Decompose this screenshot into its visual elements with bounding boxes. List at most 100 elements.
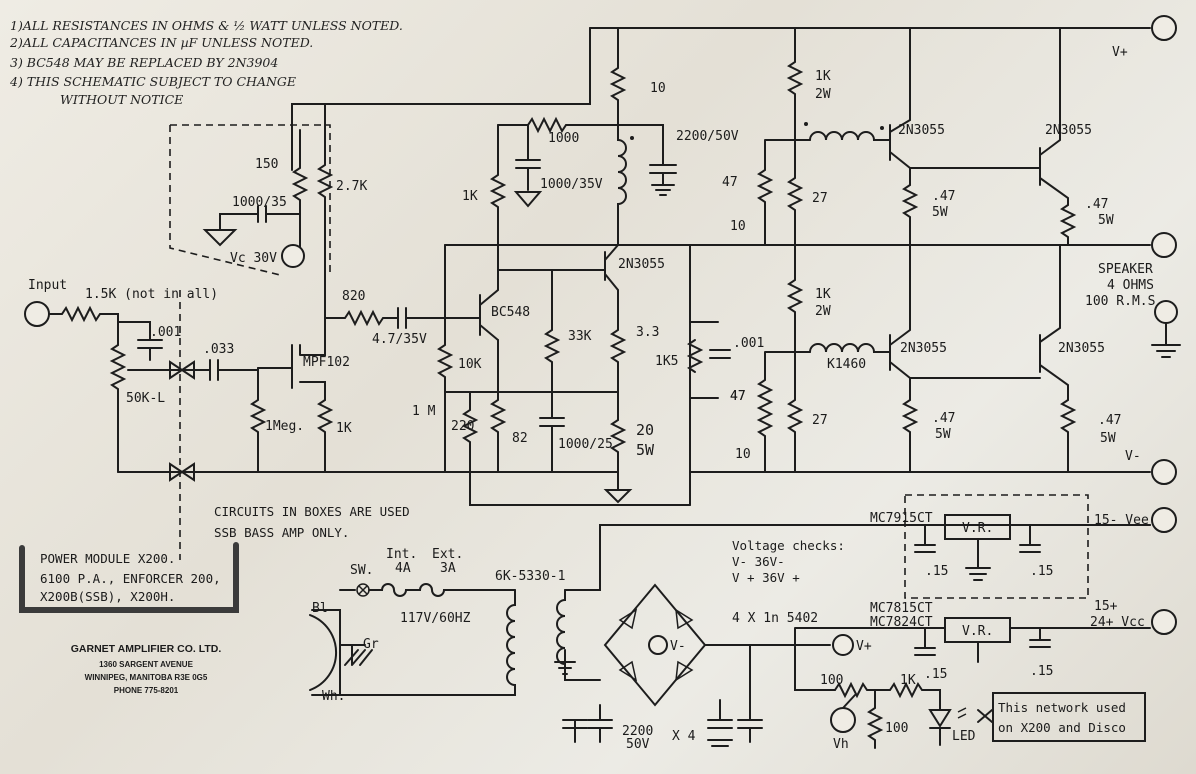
vcc-24-label: 24+ Vcc [1090, 615, 1145, 630]
speaker-label-3: 100 R.M.S [1085, 294, 1155, 309]
bot-re2-label: .47 [1098, 413, 1121, 428]
reg-7915-label: MC7915CT [870, 511, 933, 526]
network-note-2: on X200 and Disco [998, 720, 1126, 735]
driver-section: 10 1000 2200/50V 1000/35V 1K 2N3055 BC54… [412, 27, 764, 506]
top-1k-label: 1K [815, 69, 831, 84]
bridge-label: 4 X 1n 5402 [732, 611, 818, 626]
filter-cap-voltage: 50V [626, 737, 650, 752]
bot-1k-label: 1K [815, 287, 831, 302]
model-line-1: POWER MODULE X200. [40, 551, 175, 566]
r82-label: 82 [512, 431, 528, 446]
reg-7815-label: MC7815CT [870, 601, 933, 616]
top-27-label: 27 [812, 191, 828, 206]
c2200-label: 2200/50V [676, 129, 739, 144]
reg-7824-label: MC7824CT [870, 615, 933, 630]
top-re2-label: .47 [1085, 197, 1108, 212]
led-label: LED [952, 729, 976, 744]
white-wire-label: Wh. [322, 689, 345, 704]
power-supply: Bl Gr Wh. SW. Int. 4A Ext. 3A 117V/60HZ … [309, 494, 1177, 752]
note-3: 3) BC548 MAY BE REPLACED BY 2N3904 [10, 55, 278, 70]
vee-cap2-label: .15 [1030, 564, 1053, 579]
vr1-label: V.R. [962, 521, 993, 536]
mains-label: 117V/60HZ [400, 611, 471, 626]
r1k-driver-label: 1K [462, 189, 478, 204]
c1000-35v-label: 1000/35V [540, 177, 603, 192]
model-line-2: 6100 P.A., ENFORCER 200, [40, 571, 221, 586]
r10k-label: 10K [458, 357, 482, 372]
r100a-label: 100 [820, 673, 843, 688]
v-minus-label: V- [1125, 449, 1141, 464]
speaker-ground-terminal [1154, 300, 1178, 324]
vee-label: 15- Vee [1094, 513, 1149, 528]
model-line-3: X200B(SSB), X200H. [40, 589, 175, 604]
company-name: GARNET AMPLIFIER CO. LTD. [71, 643, 222, 655]
network-box [992, 692, 1146, 742]
c001-input-label: .001 [150, 325, 181, 340]
r1k-led-label: 1K [900, 673, 916, 688]
pot-label: 50K-L [126, 391, 165, 406]
note-2: 2)ALL CAPACITANCES IN µF UNLESS NOTED. [9, 35, 313, 50]
vcc-cap2-label: .15 [1030, 664, 1053, 679]
switch-label: SW. [350, 563, 373, 578]
v-plus-label: V+ [1112, 45, 1128, 60]
top-q2-label: 2N3055 [1045, 123, 1092, 138]
r1k5-label: 1K5 [655, 354, 678, 369]
bot-re1w-label: 5W [935, 427, 951, 442]
vcc-15-label: 15+ [1094, 599, 1118, 614]
voltage-check-1: V- 36V- [732, 554, 785, 569]
bot-q1-label: 2N3055 [900, 341, 947, 356]
speaker-label-1: SPEAKER [1098, 262, 1153, 277]
top-q1-label: 2N3055 [898, 123, 945, 138]
c001-driver-label: .001 [733, 336, 764, 351]
vc-terminal [281, 244, 305, 268]
r150-label: 150 [255, 157, 278, 172]
r220-label: 220 [451, 419, 474, 434]
int-fuse-value: 4A [395, 561, 411, 576]
r33-label: 3.3 [636, 325, 659, 340]
r20w-label: 5W [636, 441, 655, 459]
notes: 1)ALL RESISTANCES IN OHMS & ½ WATT UNLES… [9, 18, 403, 107]
note-4: 4) THIS SCHEMATIC SUBJECT TO CHANGE [9, 74, 296, 89]
network-note-1: This network used [998, 700, 1126, 715]
transformer-label: 6K-5330-1 [495, 569, 565, 584]
box-note-1: CIRCUITS IN BOXES ARE USED [214, 504, 410, 519]
v-plus-rail: V+ [291, 15, 1177, 171]
filter-cap-label: 2200 [622, 724, 653, 739]
vc-label: Vc 30V [230, 251, 277, 266]
r10-label: 10 [650, 81, 666, 96]
c1000-25-label: 1000/25 [558, 437, 613, 452]
bot-q2-label: 2N3055 [1058, 341, 1105, 356]
c47-35-label: 4.7/35V [372, 332, 427, 347]
top-re2w-label: 5W [1098, 213, 1114, 228]
model-bracket [19, 542, 239, 613]
top-47-label: 47 [722, 175, 738, 190]
r47-driver-label: 47 [730, 389, 746, 404]
r820-label: 820 [342, 289, 365, 304]
bc548-label: BC548 [491, 305, 530, 320]
note-4b: WITHOUT NOTICE [60, 92, 183, 107]
driver-2n3055-label: 2N3055 [618, 257, 665, 272]
bot-10-label: 10 [735, 447, 751, 462]
r27k-label: 2.7K [336, 179, 367, 194]
r33k-label: 33K [568, 329, 592, 344]
filter-cap-mult: X 4 [672, 729, 696, 744]
speaker-label-2: 4 OHMS [1107, 278, 1154, 293]
dashed-box-left [169, 125, 281, 276]
preamp-section: 150 1000/35 Vc 30V 2.7K 820 4.7/35V MPF1… [202, 103, 446, 473]
company-city: WINNIPEG, MANITOBA R3E 0G5 [85, 673, 208, 682]
bridge-vminus-label: V- [670, 639, 686, 654]
bridge-vplus-label: V+ [856, 639, 872, 654]
vee-cap1-label: .15 [925, 564, 948, 579]
input-label: Input [28, 278, 67, 293]
input-section: Input 1.5K (not in all) .001 50K-L .033 [24, 278, 259, 482]
r20-label: 20 [636, 421, 654, 439]
bot-47-label: 47 [730, 389, 746, 404]
bot-27-label: 27 [812, 413, 828, 428]
vcc-cap1-label: .15 [924, 667, 947, 682]
r1meg-label: 1Meg. [265, 419, 304, 434]
bot-2w-label: 2W [815, 304, 831, 319]
top-2w-label: 2W [815, 87, 831, 102]
vh-label: Vh [833, 737, 849, 752]
